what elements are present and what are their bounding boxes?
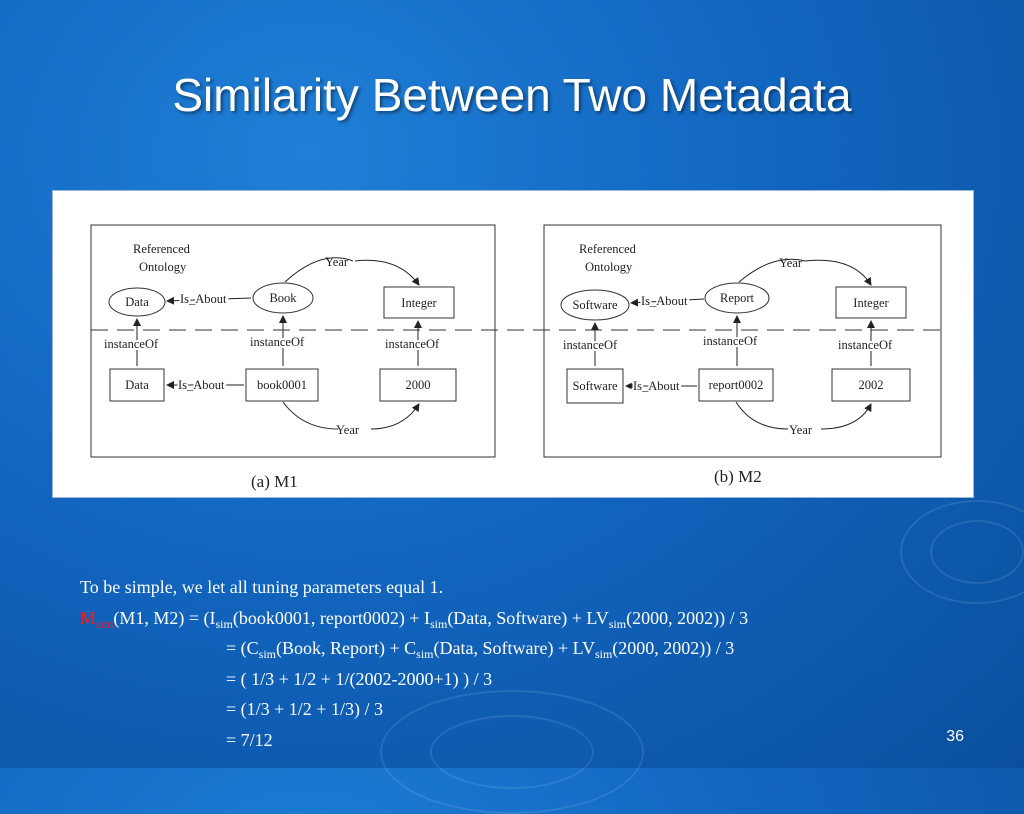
equation-result: = 7/12 — [226, 729, 273, 750]
m1-2000-node — [379, 368, 457, 402]
m2-report0002-node — [698, 368, 774, 402]
m2-is-about-top-edge — [630, 298, 705, 307]
m2-2002-label: 2002 — [859, 378, 884, 392]
m2-diagram: Referenced Ontology Software Report Inte… — [543, 224, 942, 486]
m1-is-about-bottom-label: Is_About — [178, 378, 225, 392]
m2-is-about-bottom-label: Is_About — [633, 379, 680, 393]
m2-software-instance-node — [566, 368, 624, 404]
m1-frame — [90, 224, 496, 458]
m2-year-bottom-edge-a — [735, 401, 789, 430]
m2-ref-label-2: Ontology — [585, 260, 633, 274]
m-sim-symbol: Msim — [80, 607, 114, 631]
m2-2002-node — [831, 368, 911, 402]
m1-year-top-edge-a — [284, 257, 354, 283]
metadata-diagram: Referenced Ontology Data Book Integer Da… — [90, 224, 943, 491]
m2-integer-node — [835, 286, 907, 319]
m1-year-top-edge-b — [354, 259, 420, 286]
m1-year-bottom-edge-b — [370, 403, 420, 430]
m1-ref-label-2: Ontology — [139, 260, 187, 274]
m2-year-top-label: Year — [779, 256, 803, 270]
m1-instance-of-label-1: instanceOf — [104, 337, 159, 351]
m2-report-concept-node — [704, 282, 770, 314]
m1-is-about-top-label: Is_About — [180, 292, 227, 306]
equation-line-4: = (1/3 + 1/2 + 1/3) / 3 — [226, 699, 383, 719]
m1-data-instance-node — [109, 368, 165, 402]
equation-line-3: = ( 1/3 + 1/2 + 1/(2002-2000+1) ) / 3 — [226, 668, 493, 689]
m1-integer-node — [383, 286, 455, 319]
m1-integer-label: Integer — [401, 296, 437, 310]
m2-software-concept-label: Software — [572, 298, 618, 312]
m1-instance-of-label-3: instanceOf — [385, 337, 440, 351]
m2-integer-label: Integer — [853, 296, 889, 310]
m2-year-top-edge-a — [738, 258, 806, 283]
m2-instance-of-label-2: instanceOf — [703, 334, 758, 348]
ripple-decoration — [900, 500, 1024, 604]
similarity-calculation: To be simple, we let all tuning paramete… — [80, 572, 1000, 755]
m2-instance-of-label-3: instanceOf — [838, 338, 893, 352]
m1-diagram: Referenced Ontology Data Book Integer Da… — [90, 224, 496, 491]
slide-title: Similarity Between Two Metadata — [172, 69, 852, 121]
m1-book0001-node — [245, 368, 319, 402]
page-number: 36 — [946, 728, 964, 745]
equation-line-2: = (Csim(Book, Report) + Csim(Data, Softw… — [226, 638, 735, 661]
equation-line-1: Msim(M1, M2) = (Isim(book0001, report000… — [80, 607, 749, 631]
m1-instance-of-label-2: instanceOf — [250, 335, 305, 349]
m2-instance-of-label-1: instanceOf — [563, 338, 618, 352]
m2-ref-label-1: Referenced — [579, 242, 637, 256]
m1-data-instance-label: Data — [125, 378, 149, 392]
m1-ref-label-1: Referenced — [133, 242, 191, 256]
m1-year-bottom-label: Year — [336, 423, 360, 437]
m2-report-concept-label: Report — [720, 291, 755, 305]
m2-frame — [543, 224, 942, 458]
m1-is-about-top-edge — [166, 296, 252, 305]
m2-year-top-edge-b — [804, 259, 872, 286]
figure-panel: Referenced Ontology Data Book Integer Da… — [52, 190, 974, 498]
m1-caption: (a) M1 — [251, 472, 298, 491]
m1-2000-label: 2000 — [406, 378, 431, 392]
m2-year-bottom-label: Year — [789, 423, 813, 437]
m1-year-bottom-edge-a — [282, 401, 339, 430]
m1-year-top-label: Year — [325, 255, 349, 269]
m1-book-concept-label: Book — [269, 291, 297, 305]
m2-is-about-top-label: Is_About — [641, 294, 688, 308]
m1-book-concept-node — [252, 282, 314, 314]
m2-report0002-label: report0002 — [709, 378, 764, 392]
m2-software-concept-node — [560, 289, 630, 321]
m2-software-instance-label: Software — [572, 379, 618, 393]
m1-data-concept-node — [108, 287, 166, 317]
m2-year-bottom-edge-b — [820, 403, 872, 430]
m1-book0001-label: book0001 — [257, 378, 307, 392]
intro-text: To be simple, we let all tuning paramete… — [80, 577, 444, 597]
m1-data-concept-label: Data — [125, 295, 149, 309]
m2-caption: (b) M2 — [714, 467, 762, 486]
